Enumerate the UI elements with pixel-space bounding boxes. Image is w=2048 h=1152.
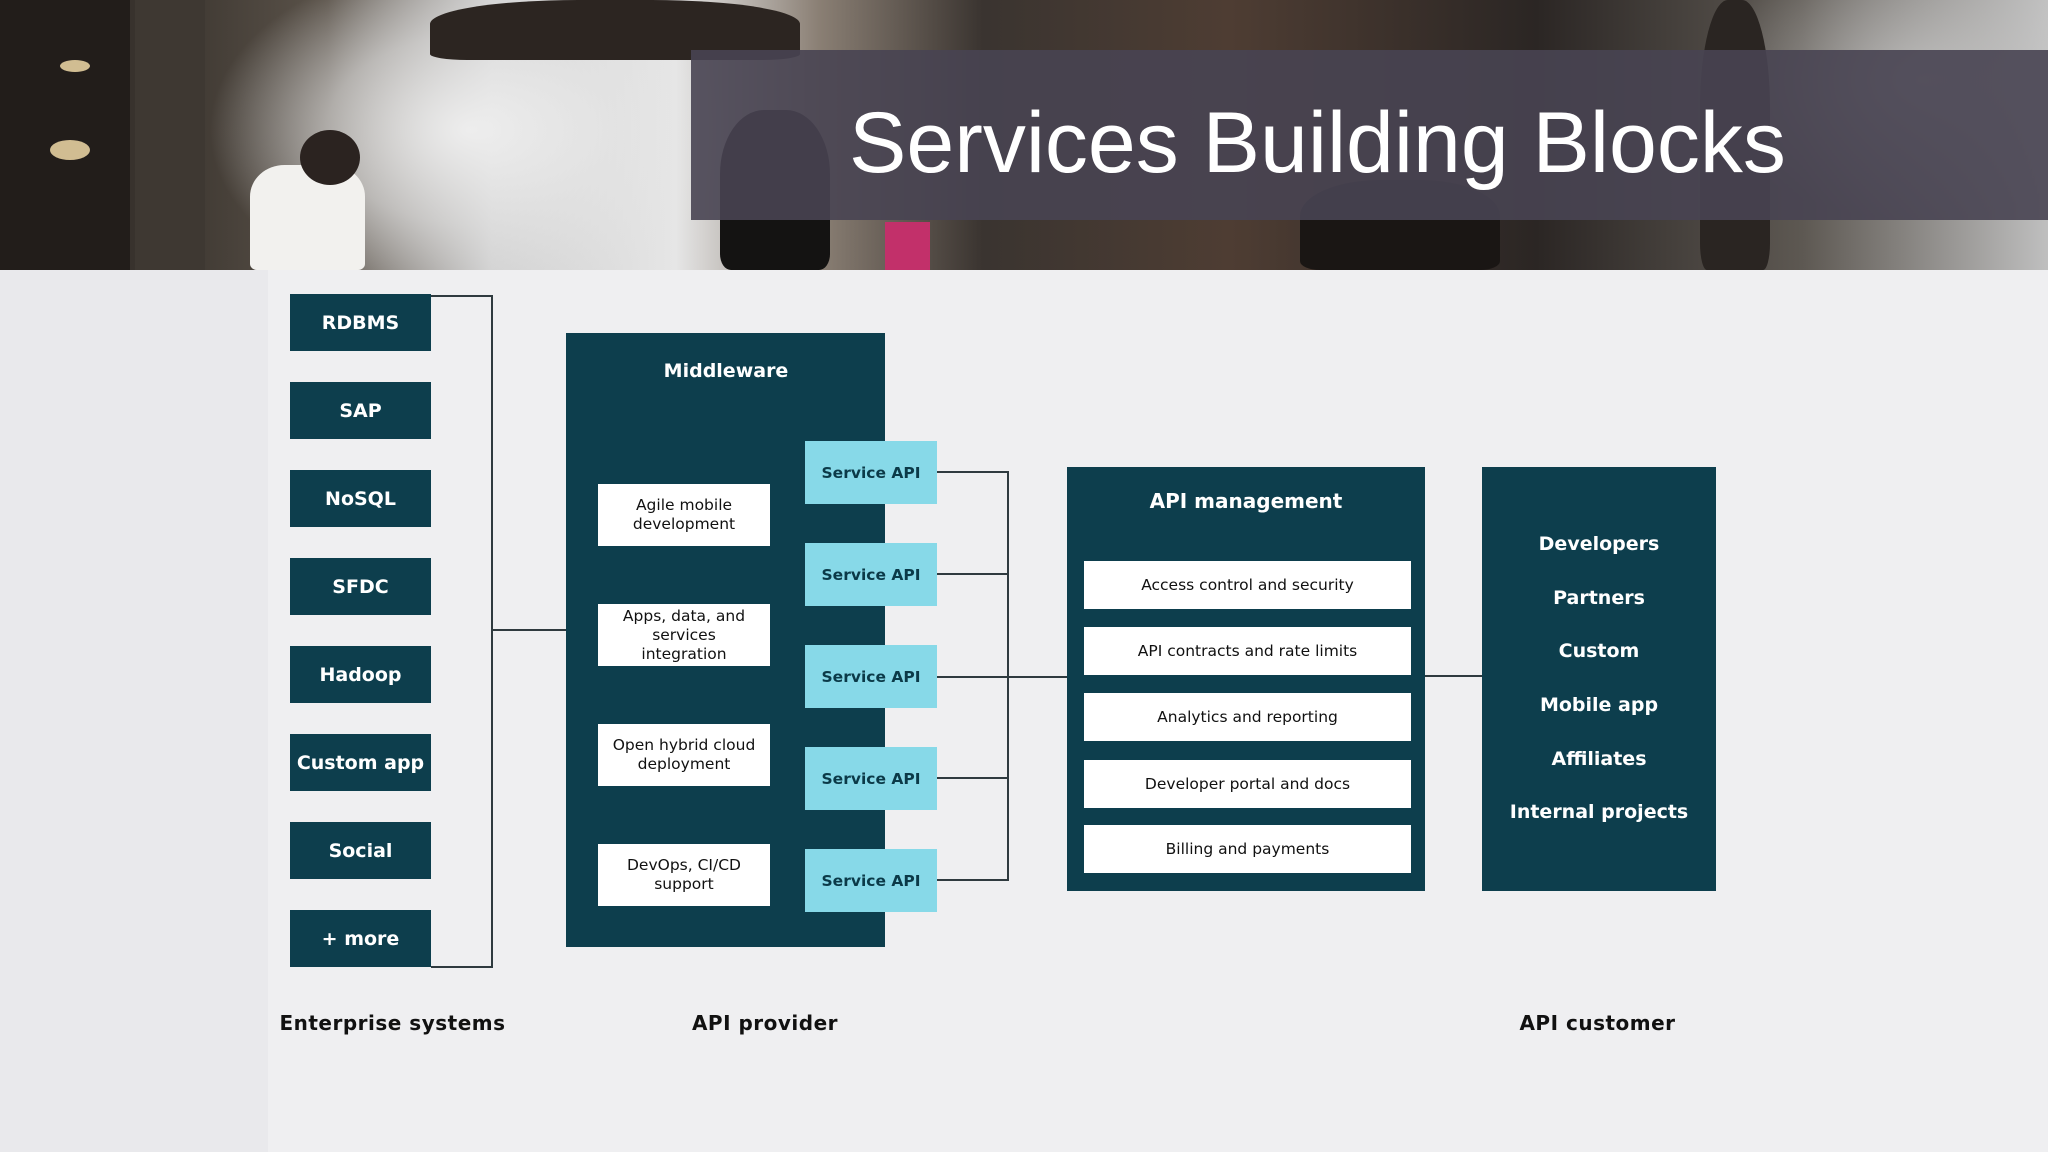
title-bar bbox=[691, 50, 2048, 220]
connector-line bbox=[493, 629, 566, 631]
enterprise-item-sfdc: SFDC bbox=[290, 558, 431, 615]
shelf-shape bbox=[135, 0, 205, 270]
shelf-shape bbox=[0, 0, 130, 270]
enterprise-item-social: Social bbox=[290, 822, 431, 879]
enterprise-item-rdbms: RDBMS bbox=[290, 294, 431, 351]
service-api: Service API bbox=[805, 747, 937, 810]
connector-line bbox=[937, 777, 1009, 779]
service-api: Service API bbox=[805, 645, 937, 708]
lamp-glow bbox=[60, 60, 90, 72]
connector-line bbox=[1425, 675, 1482, 677]
person-shape bbox=[250, 165, 365, 270]
lamp-glow bbox=[50, 140, 90, 160]
label-api-customer: API customer bbox=[1519, 1011, 1676, 1035]
slide-title: Services Building Blocks bbox=[849, 95, 1786, 191]
service-api: Service API bbox=[805, 849, 937, 912]
connector-line bbox=[937, 573, 1009, 575]
api-management-title: API management bbox=[1149, 489, 1343, 513]
connector-line bbox=[937, 879, 1009, 881]
connector-line bbox=[1007, 471, 1009, 881]
customer-internal-projects: Internal projects bbox=[1509, 801, 1689, 823]
capability-agile-mobile: Agile mobile development bbox=[598, 484, 770, 546]
enterprise-item-hadoop: Hadoop bbox=[290, 646, 431, 703]
api-customer-block bbox=[1482, 467, 1716, 891]
service-api: Service API bbox=[805, 441, 937, 504]
mgmt-access-control: Access control and security bbox=[1084, 561, 1411, 609]
service-api: Service API bbox=[805, 543, 937, 606]
connector-line bbox=[431, 966, 493, 968]
customer-mobile-app: Mobile app bbox=[1539, 694, 1659, 716]
customer-developers: Developers bbox=[1538, 533, 1660, 555]
connector-line bbox=[937, 676, 1009, 678]
middleware-title: Middleware bbox=[663, 360, 789, 382]
capability-devops: DevOps, CI/CD support bbox=[598, 844, 770, 906]
connector-line bbox=[937, 471, 1009, 473]
enterprise-item-nosql: NoSQL bbox=[290, 470, 431, 527]
enterprise-item-custom-app: Custom app bbox=[290, 734, 431, 791]
enterprise-item-more: + more bbox=[290, 910, 431, 967]
capability-integration: Apps, data, and services integration bbox=[598, 604, 770, 666]
mgmt-developer-portal: Developer portal and docs bbox=[1084, 760, 1411, 808]
mgmt-analytics: Analytics and reporting bbox=[1084, 693, 1411, 741]
customer-affiliates: Affiliates bbox=[1551, 748, 1647, 770]
label-enterprise-systems: Enterprise systems bbox=[279, 1011, 506, 1035]
customer-partners: Partners bbox=[1553, 587, 1645, 609]
person-shape bbox=[300, 130, 360, 185]
decor-shape bbox=[885, 222, 930, 270]
connector-line bbox=[491, 295, 493, 968]
label-api-provider: API provider bbox=[691, 1011, 839, 1035]
api-management-block bbox=[1067, 467, 1425, 891]
mgmt-billing: Billing and payments bbox=[1084, 825, 1411, 873]
connector-line bbox=[1009, 676, 1067, 678]
customer-custom: Custom bbox=[1558, 640, 1640, 662]
capability-hybrid-cloud: Open hybrid cloud deployment bbox=[598, 724, 770, 786]
connector-line bbox=[431, 295, 493, 297]
mgmt-rate-limits: API contracts and rate limits bbox=[1084, 627, 1411, 675]
enterprise-item-sap: SAP bbox=[290, 382, 431, 439]
